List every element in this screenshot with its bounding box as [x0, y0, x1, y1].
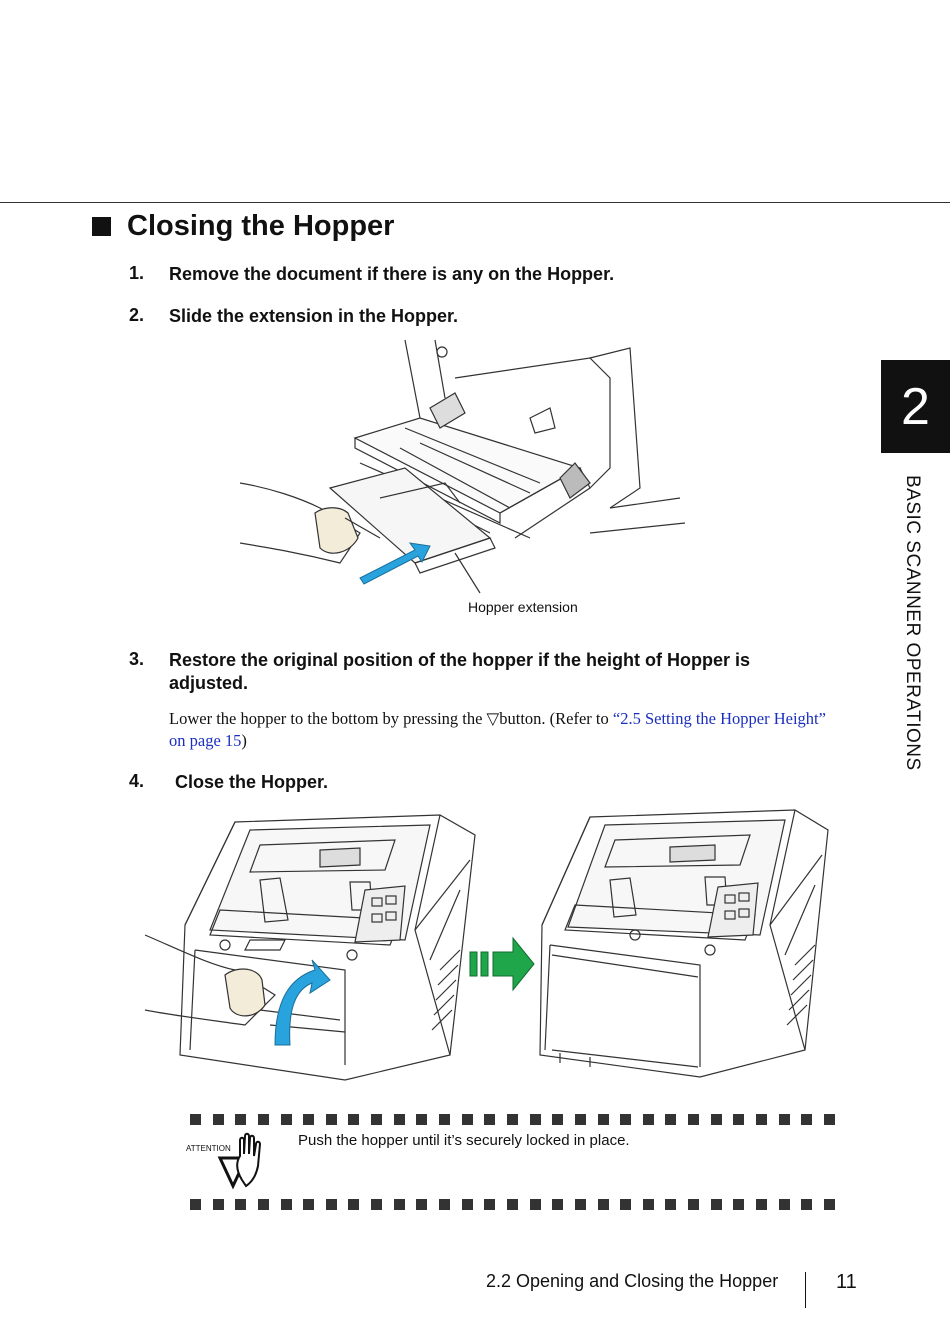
step-number: 3. — [129, 649, 145, 669]
step-text: Slide the extension in the Hopper. — [169, 306, 459, 326]
scanner-open-hopper-illustration — [144, 814, 476, 1081]
setting-hopper-height-link[interactable]: “2.5 Setting the Hopper Height” on page … — [169, 709, 826, 750]
step-number: 4. — [129, 771, 145, 791]
page-number: 11 — [836, 1271, 857, 1293]
next-step-arrow-icon — [469, 936, 535, 992]
footer-divider — [805, 1272, 806, 1308]
step-text: Close the Hopper. — [175, 772, 329, 792]
step-number: 1. — [129, 263, 145, 283]
attention-text: Push the hopper until it’s securely lock… — [298, 1132, 630, 1149]
chapter-title: BASIC SCANNER OPERATIONS — [902, 475, 923, 771]
chapter-number-tab: 2 — [881, 360, 950, 453]
hopper-extension-illustration — [239, 339, 686, 594]
square-bullet-icon — [92, 217, 111, 236]
step-text: Restore the original position of the hop… — [169, 650, 751, 693]
attention-top-border — [190, 1114, 835, 1126]
attention-icon-label: ATTENTION — [186, 1144, 231, 1153]
attention-bottom-border — [190, 1199, 835, 1211]
step-text: Remove the document if there is any on t… — [169, 264, 615, 284]
attention-icon: ATTENTION — [184, 1130, 279, 1192]
header-rule — [0, 202, 950, 203]
step-number: 2. — [129, 305, 145, 325]
scanner-closed-hopper-illustration — [539, 809, 829, 1078]
step-3-instructions: Lower the hopper to the bottom by pressi… — [169, 708, 829, 752]
instructions-text: Lower the hopper to the bottom by pressi… — [169, 709, 613, 728]
footer-section-title: 2.2 Opening and Closing the Hopper — [486, 1271, 779, 1291]
section-heading: Closing the Hopper — [92, 210, 394, 243]
section-title: Closing the Hopper — [127, 210, 395, 242]
instructions-text-end: ) — [241, 731, 247, 750]
hopper-extension-label: Hopper extension — [468, 599, 578, 615]
